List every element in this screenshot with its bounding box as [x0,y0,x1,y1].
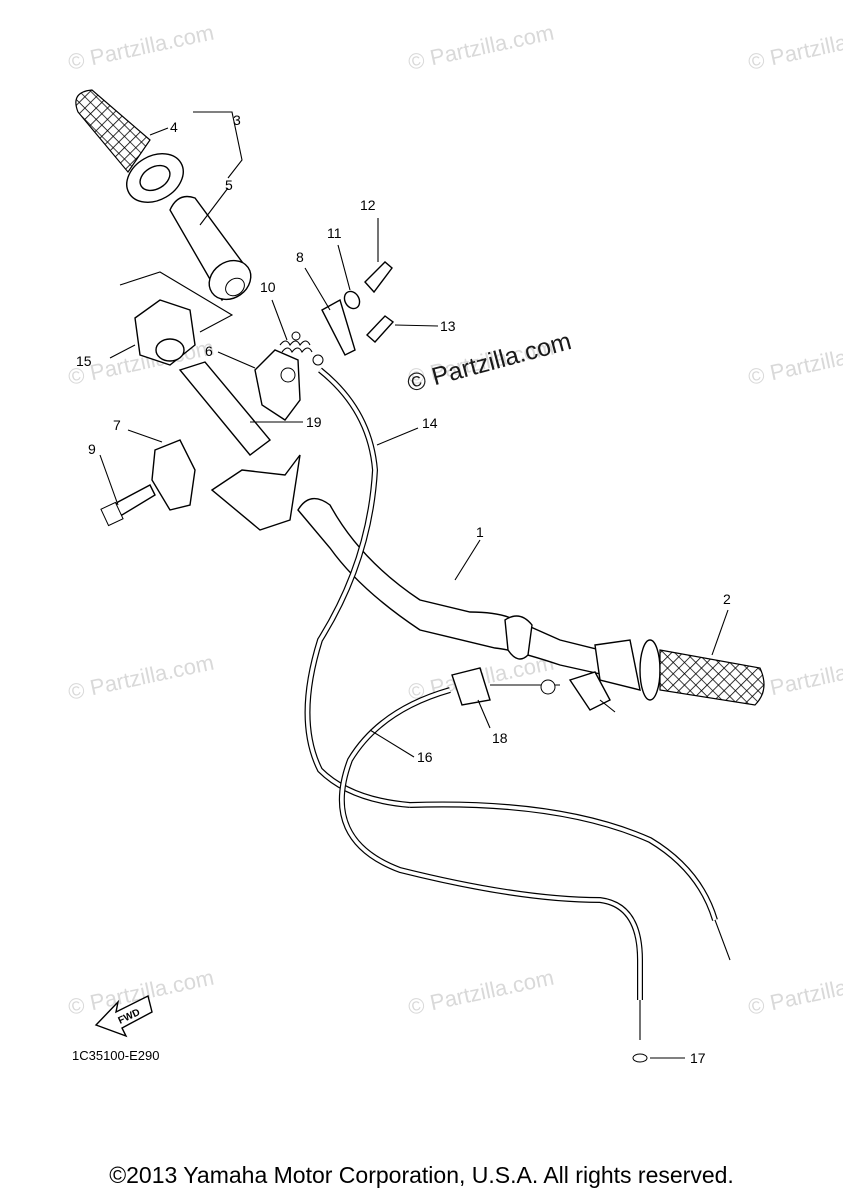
throttle-cable-14 [304,367,731,961]
callout-1: 1 [476,524,484,540]
callout-8: 8 [296,249,304,265]
callout-18: 18 [492,730,508,746]
throttle-tube [169,195,252,302]
copyright-notice: ©2013 Yamaha Motor Corporation, U.S.A. A… [109,1162,734,1188]
watermark: © Partzilla.com [406,20,556,75]
callout-4: 4 [170,119,178,135]
left-grip [75,89,184,203]
spring [279,340,313,354]
callout-10: 10 [260,279,276,295]
callout-6: 6 [205,343,213,359]
clamp-bolt [100,439,196,527]
leader-lines [99,111,729,1059]
watermark: © Partzilla.com [66,650,216,705]
callout-2: 2 [723,591,731,607]
callout-19: 19 [306,414,322,430]
callout-14: 14 [422,415,438,431]
callout-5: 5 [225,177,233,193]
callout-16: 16 [417,749,433,765]
right-grip [594,639,765,706]
diagram-code: 1C35100-E290 [72,1048,159,1063]
callout-9: 9 [88,441,96,457]
callout-7: 7 [113,417,121,433]
cable-adjuster [451,667,616,713]
callout-3: 3 [233,112,241,128]
callout-11: 11 [327,225,342,241]
callout-12: 12 [360,197,376,213]
watermark: © Partzilla.com [746,335,843,390]
watermark: © Partzilla.com [406,965,556,1020]
handlebar [178,361,606,676]
throttle-housing [119,271,234,366]
callouts: 1 2 3 4 5 6 7 8 9 10 11 12 13 14 15 16 1… [76,112,731,1066]
watermark: © Partzilla.com [746,965,843,1020]
callout-15: 15 [76,353,92,369]
cable-guide-part [254,349,301,421]
callout-13: 13 [440,318,456,334]
small-hardware [291,261,395,366]
fwd-arrow: FWD [94,994,153,1038]
watermark: © Partzilla.com [746,20,843,75]
watermark: © Partzilla.com [66,20,216,75]
throttle-cable-16 [338,687,648,1063]
callout-17: 17 [690,1050,706,1066]
